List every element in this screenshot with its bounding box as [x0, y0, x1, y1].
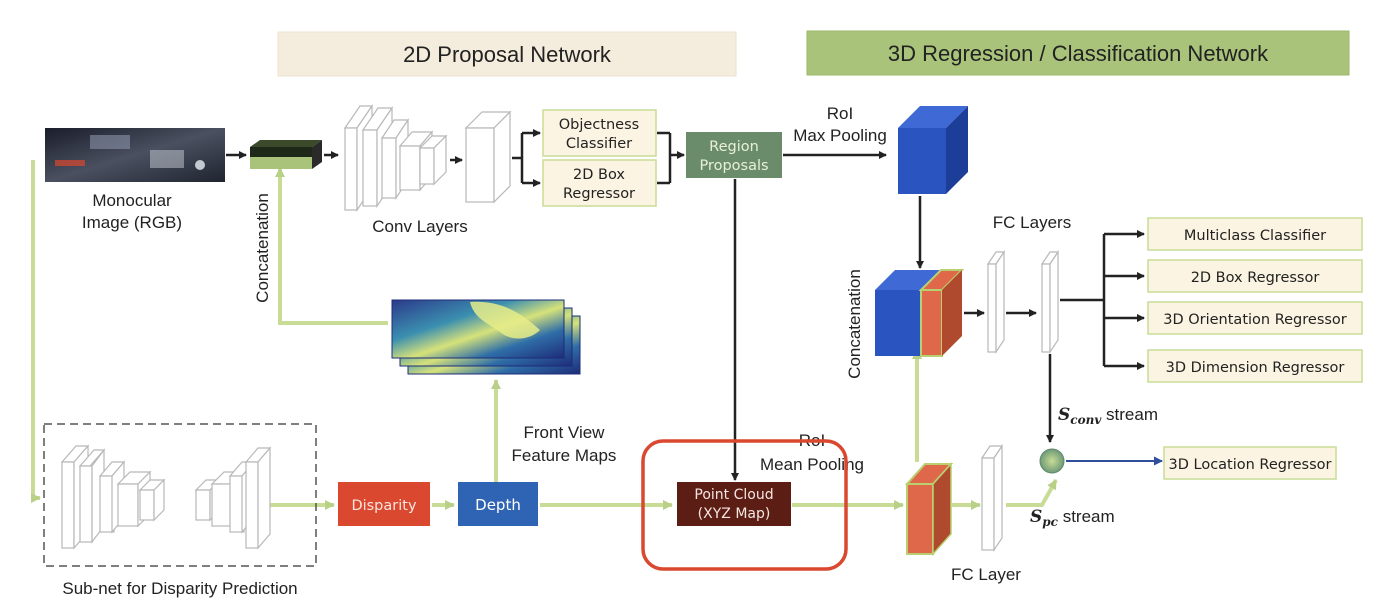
objectness-classifier-box: Objectness Classifier: [542, 109, 657, 157]
objectness-line2: Classifier: [566, 136, 632, 152]
subnet-boundary: [43, 423, 317, 567]
depth-heatmap-stack: [391, 299, 581, 375]
front-view-label-line1: Front View: [524, 423, 606, 442]
regression-network-header: 3D Regression / Classification Network: [806, 30, 1350, 76]
output-3d-dimension-regressor: 3D Dimension Regressor: [1147, 349, 1363, 383]
fc-layer-label: FC Layer: [951, 565, 1021, 584]
conv-layers-label: Conv Layers: [372, 217, 467, 236]
fc-layer-lower: [980, 444, 1004, 552]
branch-arrows: [512, 129, 541, 187]
dimension-label: 3D Dimension Regressor: [1166, 360, 1345, 376]
highlight-frame: [641, 439, 848, 571]
roi-mean-label-line2: Mean Pooling: [760, 455, 864, 474]
roi-mean-pool-cube: [904, 462, 954, 556]
proposal-network-title: 2D Proposal Network: [403, 42, 612, 67]
fc-layers-label: FC Layers: [993, 213, 1071, 232]
point-cloud-box: Point Cloud (XYZ Map): [677, 482, 791, 526]
roi-max-label-line1: RoI: [827, 104, 853, 123]
input-image: [45, 128, 225, 182]
pointcloud-line1: Point Cloud: [694, 487, 773, 503]
output-fanout-arrows: [1060, 230, 1145, 370]
orientation-label: 3D Orientation Regressor: [1163, 312, 1347, 328]
proposal-network-header: 2D Proposal Network: [277, 31, 737, 77]
fc-layers: [986, 250, 1006, 354]
conv-layers: [343, 104, 448, 212]
output-2d-box-regressor: 2D Box Regressor: [1147, 259, 1363, 293]
subnet-encoder: [60, 444, 166, 550]
concatenation-left-label: Concatenation: [253, 193, 272, 303]
conv-layer-last: [464, 110, 512, 204]
regression-network-title: 3D Regression / Classification Network: [888, 41, 1269, 66]
box2d-output-label: 2D Box Regressor: [1191, 270, 1320, 286]
output-multiclass-classifier: Multiclass Classifier: [1147, 217, 1363, 251]
merge-arrows: [657, 131, 685, 185]
depth-label: Depth: [475, 496, 521, 514]
input-label-line1: Monocular: [92, 191, 172, 210]
disparity-box: Disparity: [338, 482, 430, 526]
roi-max-pool-cube: [898, 106, 968, 194]
multiclass-label: Multiclass Classifier: [1184, 228, 1326, 244]
concat-cube-right: [875, 269, 965, 357]
subnet-label: Sub-net for Disparity Prediction: [62, 579, 297, 598]
roi-max-label-line2: Max Pooling: [793, 126, 887, 145]
front-view-label-line2: Feature Maps: [512, 446, 617, 465]
output-3d-orientation-regressor: 3D Orientation Regressor: [1147, 301, 1363, 335]
location-label: 3D Location Regressor: [1169, 457, 1332, 473]
output-3d-location-regressor: 3D Location Regressor: [1163, 446, 1337, 480]
sum-circle-icon: [1039, 448, 1065, 474]
s-conv-stream-label: Sconv stream: [1058, 405, 1158, 427]
data-flow-lines: [31, 160, 1058, 510]
region-line1: Region: [709, 139, 759, 155]
disparity-label: Disparity: [351, 498, 417, 514]
s-pc-stream-label: Spc stream: [1030, 507, 1115, 529]
pointcloud-line2: (XYZ Map): [698, 506, 771, 522]
box2d-line2: Regressor: [563, 186, 635, 202]
region-proposals-box: Region Proposals: [686, 132, 782, 178]
subnet-decoder: [194, 446, 272, 550]
fc-layer-2: [1040, 250, 1060, 354]
input-label-line2: Image (RGB): [82, 213, 182, 232]
box2d-line1: 2D Box: [573, 167, 625, 183]
depth-box: Depth: [458, 482, 538, 526]
concat-feature-block: [250, 140, 322, 169]
box2d-regressor-box: 2D Box Regressor: [542, 159, 657, 207]
region-line2: Proposals: [699, 158, 768, 174]
objectness-line1: Objectness: [559, 117, 639, 133]
concatenation-right-label: Concatenation: [845, 269, 864, 379]
